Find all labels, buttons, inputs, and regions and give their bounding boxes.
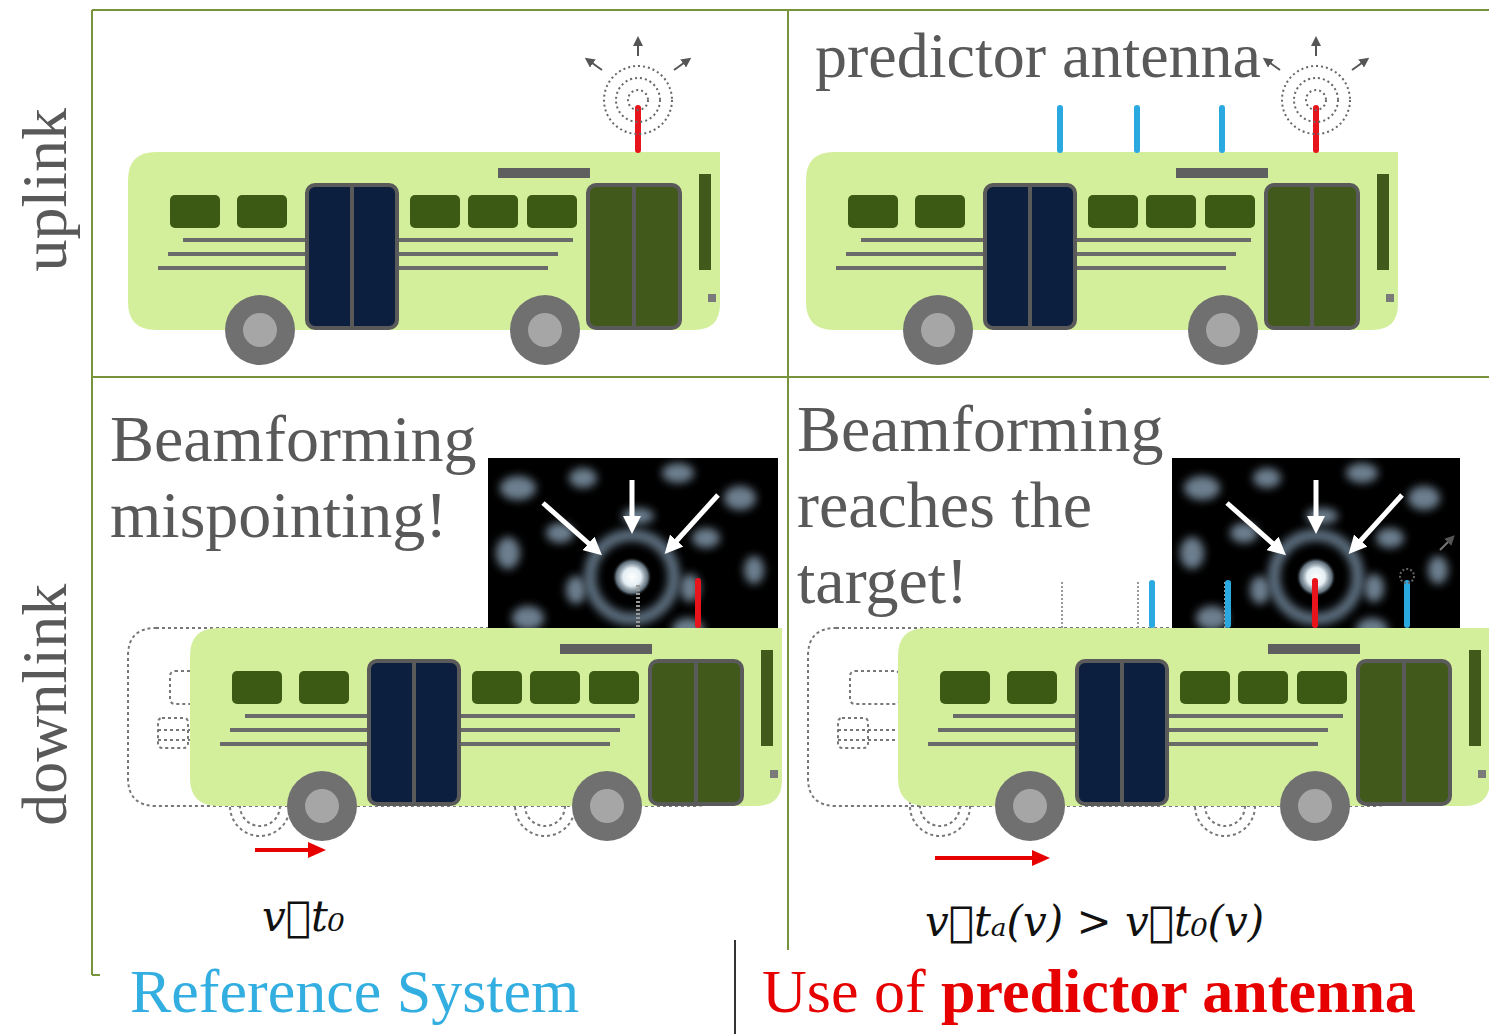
antenna-label-holder: predictor antenna — [815, 18, 1261, 94]
downlink-reference-bus-part — [190, 628, 782, 841]
beam-note: Beamforming mispointing! — [110, 401, 490, 553]
panel-caption: Reference System — [130, 955, 579, 1028]
beam-note-holder: Beamforming mispointing! — [110, 401, 490, 553]
uplink-reference-bus-part — [128, 152, 720, 365]
downlink-predictor-bus-part-part — [1440, 538, 1452, 550]
uplink-predictor-bus-part — [806, 152, 1398, 365]
panel-caption: Use of — [762, 955, 926, 1028]
downlink-reference-bus-part — [636, 585, 640, 628]
downlink-predictor-bus-part — [1149, 580, 1155, 628]
downlink-predictor-bus-part — [1225, 580, 1231, 628]
displacement-formula-holder: v⃗tₐ(v) > v⃗t₀(v) — [925, 897, 1264, 947]
panel-caption-holder: Use of — [762, 955, 926, 1028]
panel-grid-part — [92, 376, 1489, 378]
uplink-predictor-bus-part — [1057, 105, 1063, 153]
downlink-predictor-bus-part — [935, 856, 1042, 860]
panel-caption-emphasis-holder: predictor antenna — [941, 955, 1416, 1028]
panel-grid-part — [91, 10, 93, 975]
uplink-predictor-bus-part — [1134, 105, 1140, 153]
downlink-predictor-bus-part — [898, 628, 1489, 841]
panel-grid-part — [92, 974, 100, 976]
downlink-predictor-bus-part — [1137, 582, 1139, 628]
row-label-holder: downlink — [0, 667, 166, 743]
row-label: downlink — [7, 584, 83, 826]
uplink-reference-bus-part — [635, 105, 641, 153]
uplink-predictor-bus-part — [1219, 105, 1225, 153]
downlink-predictor-bus-part — [1400, 569, 1414, 583]
displacement-formula: v⃗t₀ — [262, 892, 345, 942]
uplink-reference-bus — [128, 40, 720, 365]
panel-caption-holder: Reference System — [130, 955, 579, 1028]
antenna-label: predictor antenna — [815, 18, 1261, 94]
downlink-reference-bus-part — [695, 578, 701, 628]
displacement-formula: v⃗tₐ(v) > v⃗t₀(v) — [925, 897, 1264, 947]
panel-grid — [92, 10, 1489, 975]
panel-caption-emphasis: predictor antenna — [941, 955, 1416, 1028]
uplink-predictor-bus-part — [1266, 40, 1366, 134]
downlink-reference-bus-part — [255, 848, 318, 852]
row-label: uplink — [7, 108, 83, 272]
downlink-predictor-bus-part — [1404, 580, 1410, 628]
panel-grid-part — [787, 10, 789, 950]
displacement-formula-holder: v⃗t₀ — [262, 892, 345, 942]
uplink-reference-bus-part — [588, 40, 688, 134]
downlink-predictor-bus-part — [1061, 582, 1063, 628]
downlink-predictor-bus-part — [1312, 578, 1318, 628]
caption-divider — [734, 940, 736, 1034]
uplink-predictor-bus-part — [1313, 105, 1319, 153]
panel-grid-part — [92, 9, 1489, 11]
row-label-holder: uplink — [0, 152, 127, 228]
beam-note: Beamforming reaches the target! — [797, 391, 1177, 619]
beam-note-holder: Beamforming reaches the target! — [797, 391, 1177, 619]
